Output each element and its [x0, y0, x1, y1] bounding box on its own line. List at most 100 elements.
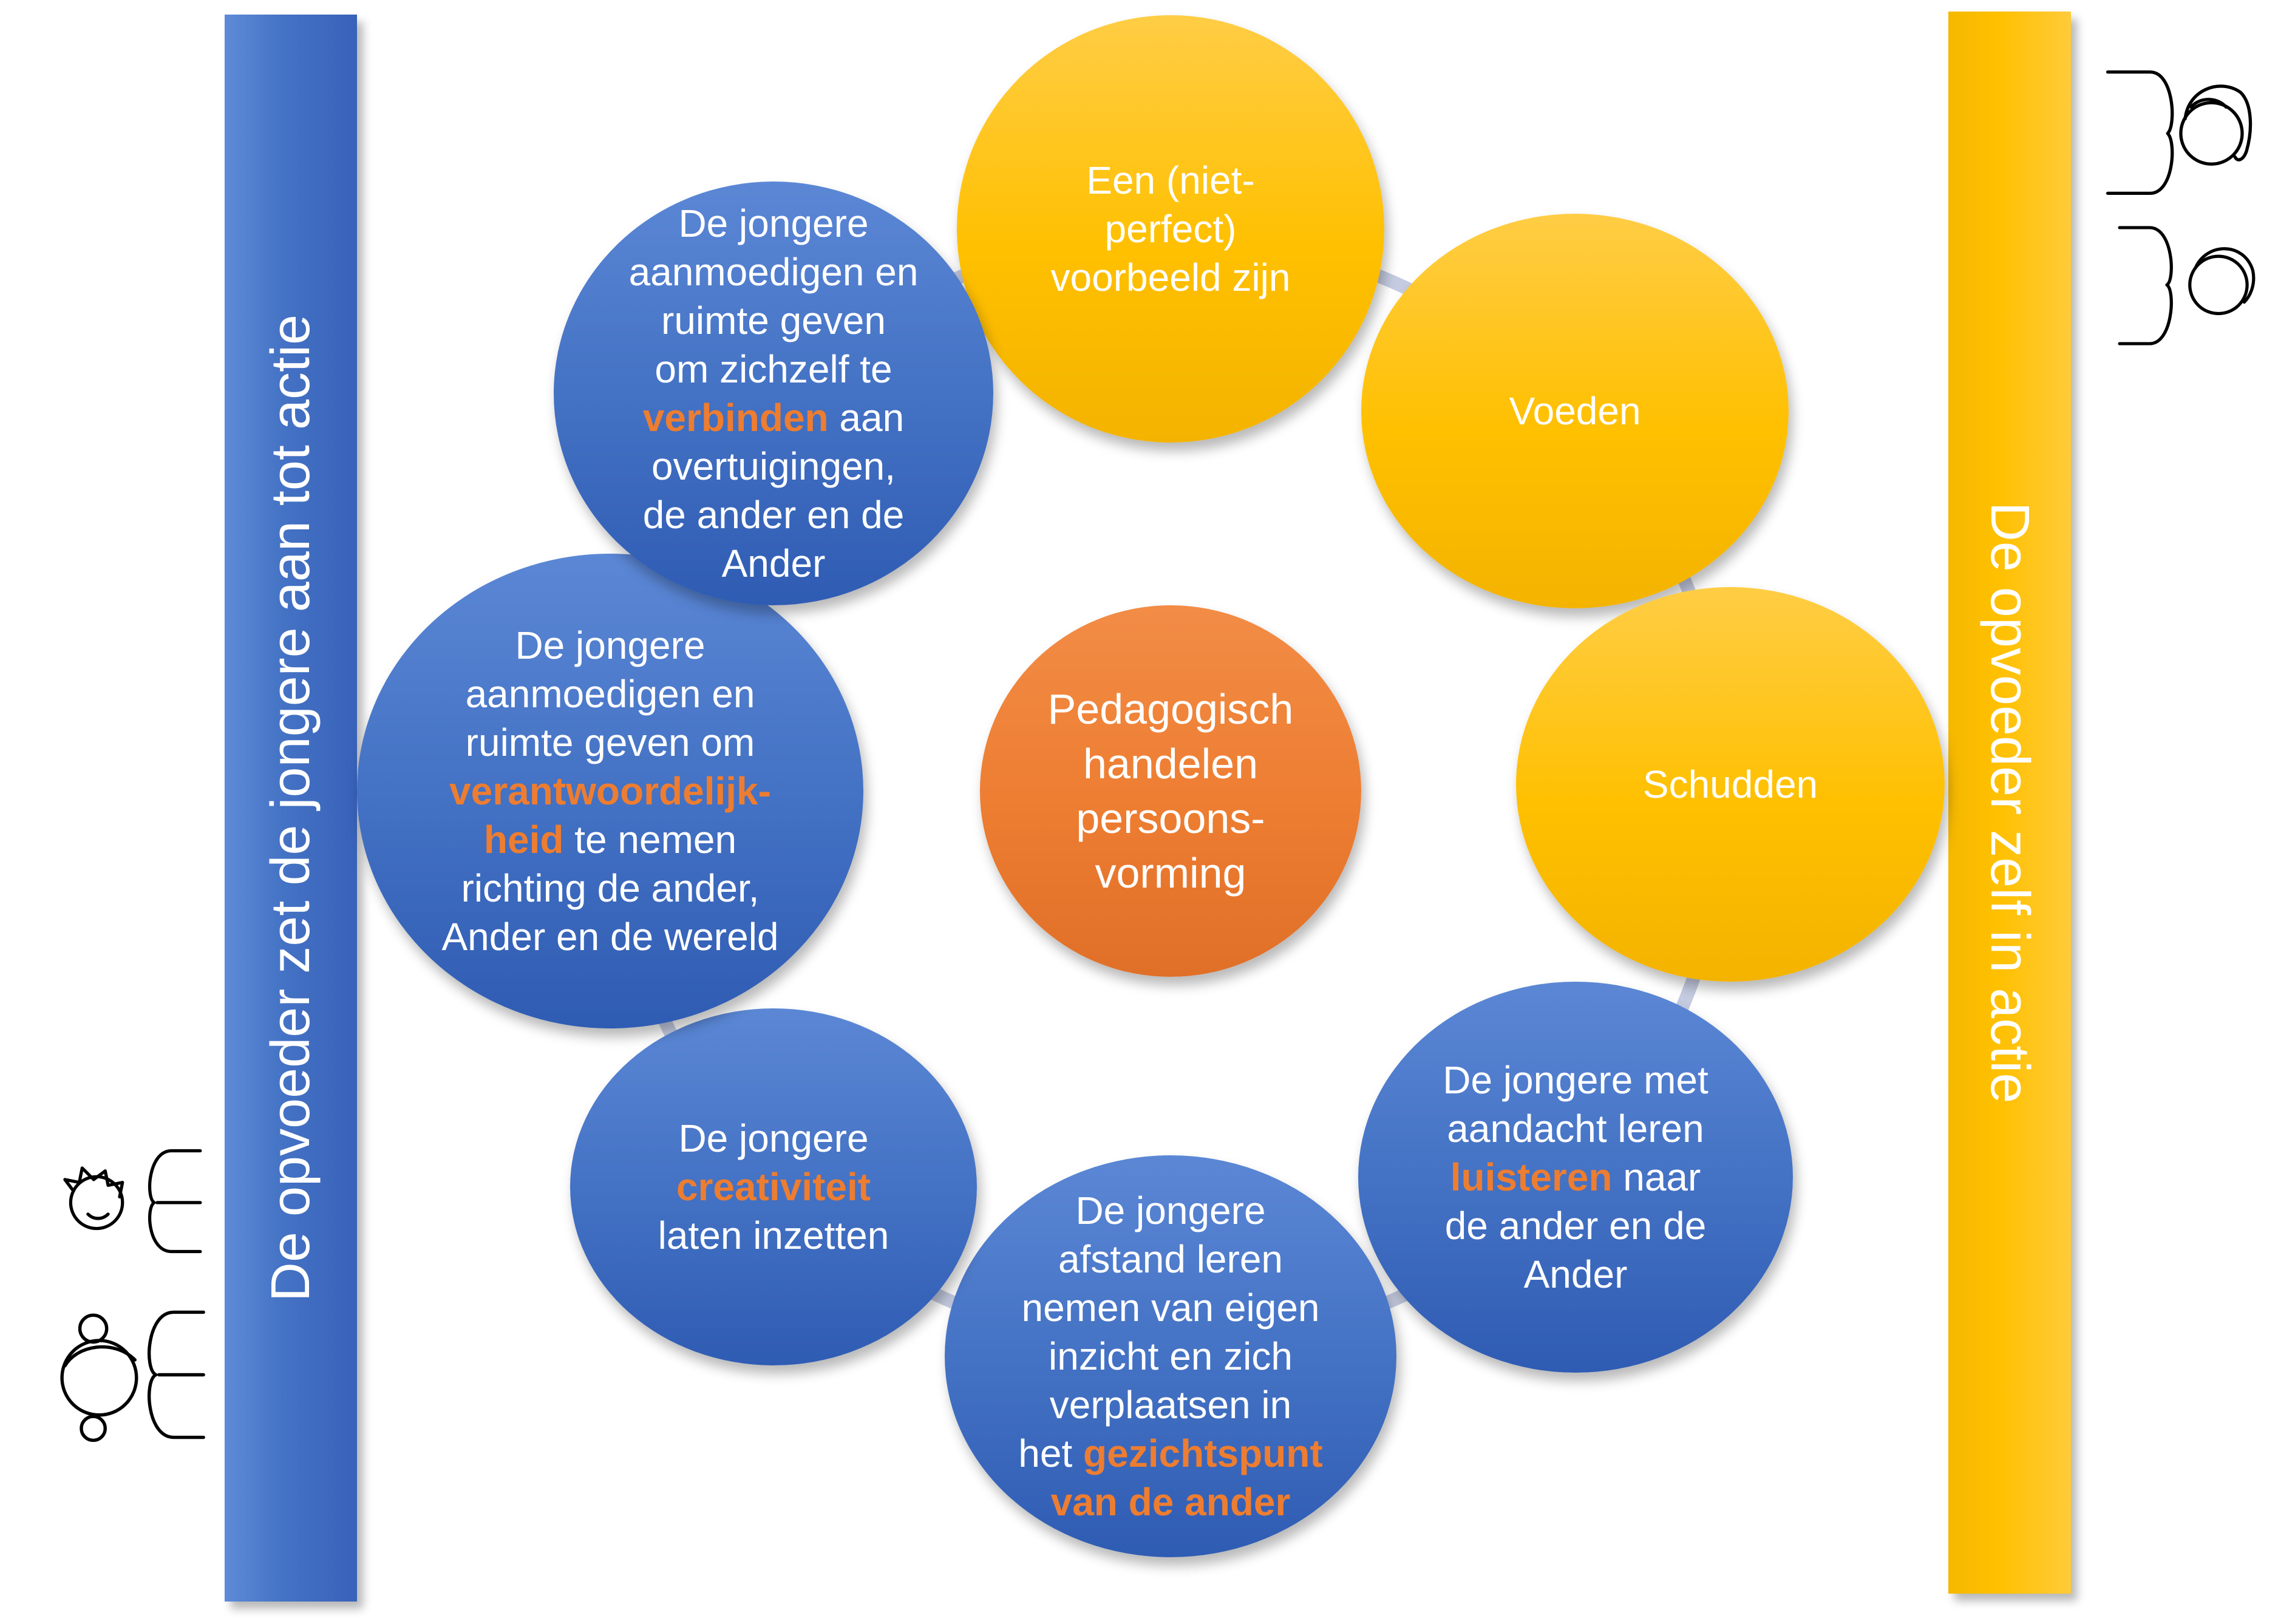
- node-text-segment: De jongere: [678, 202, 869, 245]
- node-text-segment: Ander en de wereld: [441, 915, 779, 959]
- node-text-line: om zichzelf te: [629, 345, 919, 393]
- node-text-line: overtuigingen,: [629, 442, 919, 491]
- center-node-pedagogisch-handelen: Pedagogisch handelen persoons- vorming: [980, 605, 1361, 977]
- node-text-segment: De jongere: [1075, 1189, 1266, 1232]
- node-label: De jongere creativiteit laten inzetten: [658, 1114, 889, 1260]
- node-text-line: perfect): [1051, 205, 1291, 253]
- center-text-line: handelen: [1083, 740, 1259, 787]
- node-text-segment: De jongere met: [1443, 1058, 1708, 1102]
- node-text-segment: nemen van eigen: [1021, 1286, 1320, 1330]
- node-text-segment: De jongere: [678, 1116, 869, 1160]
- node-text-line: De jongere: [441, 621, 778, 670]
- node-label: Voeden: [1509, 387, 1640, 435]
- center-text-line: persoons-: [1076, 795, 1265, 842]
- node-text-line: Schudden: [1643, 760, 1818, 809]
- node-text-line: De jongere: [629, 199, 919, 248]
- node-label: Een (niet- perfect) voorbeeld zijn: [1051, 156, 1291, 302]
- node-text-line: verbinden aan: [629, 393, 919, 442]
- node-verbinden: De jongere aanmoedigen en ruimte geven o…: [554, 182, 993, 605]
- node-text-segment: Voeden: [1509, 389, 1641, 433]
- adult-person-icon: [2115, 222, 2259, 350]
- girl-person-icon: [49, 1306, 209, 1444]
- center-text-line: Pedagogisch: [1047, 685, 1294, 733]
- node-text-line: de ander en de: [1443, 1201, 1708, 1250]
- node-text-segment: Een (niet-: [1086, 158, 1255, 202]
- node-text-segment: overtuigingen,: [651, 444, 896, 488]
- node-text-line: voorbeeld zijn: [1051, 253, 1291, 302]
- center-text-line: vorming: [1095, 849, 1246, 897]
- node-label: De jongere aanmoedigen en ruimte geven o…: [629, 199, 919, 588]
- node-text-segment: gezichtspunt: [1083, 1432, 1323, 1475]
- node-text-segment: verantwoordelijk-: [449, 769, 771, 813]
- node-text-segment: Ander: [721, 542, 826, 585]
- node-text-segment: van de ander: [1050, 1480, 1291, 1524]
- node-text-segment: richting de ander,: [461, 866, 760, 910]
- node-text-segment: te nemen: [563, 818, 737, 861]
- node-text-line: Een (niet-: [1051, 156, 1291, 205]
- node-text-segment: de ander en de: [642, 493, 905, 537]
- node-text-line: verantwoordelijk-: [441, 767, 778, 815]
- right-side-bar: De opvoeder zelf in actie: [1948, 12, 2071, 1594]
- center-label: Pedagogisch handelen persoons- vorming: [1048, 682, 1294, 900]
- node-text-line: nemen van eigen: [1018, 1283, 1322, 1332]
- node-text-line: inzicht en zich: [1018, 1332, 1322, 1381]
- node-text-segment: naar: [1612, 1155, 1701, 1199]
- node-luisteren: De jongere met aandacht leren luisteren …: [1358, 982, 1793, 1373]
- right-bar-label: De opvoeder zelf in actie: [1979, 501, 2040, 1104]
- node-label: Schudden: [1643, 760, 1818, 809]
- node-text-segment: ruimte geven om: [465, 721, 755, 764]
- node-text-line: De jongere met: [1443, 1056, 1708, 1104]
- node-text-segment: verplaatsen in: [1049, 1383, 1292, 1427]
- node-schudden: Schudden: [1516, 587, 1945, 982]
- node-text-line: Voeden: [1509, 387, 1640, 435]
- node-text-segment: het: [1018, 1432, 1084, 1475]
- node-label: De jongere aanmoedigen en ruimte geven o…: [441, 621, 778, 961]
- node-text-segment: Ander: [1523, 1252, 1628, 1296]
- node-text-segment: aanmoedigen en: [465, 672, 755, 716]
- node-text-line: creativiteit: [658, 1163, 889, 1211]
- node-text-line: ruimte geven om: [441, 718, 778, 767]
- node-text-line: Ander: [629, 539, 919, 588]
- node-text-line: Ander en de wereld: [441, 912, 778, 961]
- node-text-segment: perfect): [1104, 207, 1237, 251]
- node-text-line: laten inzetten: [658, 1211, 889, 1260]
- node-text-segment: laten inzetten: [658, 1214, 889, 1257]
- node-label: De jongere met aandacht leren luisteren …: [1443, 1056, 1708, 1299]
- node-text-line: afstand leren: [1018, 1235, 1322, 1283]
- node-text-segment: luisteren: [1450, 1155, 1613, 1199]
- node-text-segment: De jongere: [515, 623, 706, 667]
- left-side-bar: De opvoeder zet de jongere aan tot actie: [225, 15, 357, 1602]
- node-text-line: verplaatsen in: [1018, 1381, 1322, 1429]
- node-text-line: luisteren naar: [1443, 1153, 1708, 1201]
- node-text-line: van de ander: [1018, 1478, 1322, 1526]
- node-text-segment: Schudden: [1642, 763, 1818, 806]
- node-text-line: aanmoedigen en: [629, 248, 919, 296]
- node-text-line: aanmoedigen en: [441, 670, 778, 718]
- node-text-line: aandacht leren: [1443, 1104, 1708, 1153]
- node-text-segment: heid: [483, 818, 564, 861]
- node-text-line: ruimte geven: [629, 296, 919, 345]
- node-creativiteit: De jongere creativiteit laten inzetten: [570, 1008, 977, 1365]
- adult-person-icon: [2103, 66, 2256, 199]
- node-text-line: het gezichtspunt: [1018, 1429, 1322, 1478]
- node-label: De jongere afstand leren nemen van eigen…: [1018, 1186, 1322, 1526]
- boy-person-icon: [56, 1145, 206, 1257]
- node-text-line: De jongere: [658, 1114, 889, 1163]
- node-text-segment: de ander en de: [1444, 1204, 1707, 1248]
- left-bar-label: De opvoeder zet de jongere aan tot actie: [260, 314, 321, 1302]
- node-text-segment: ruimte geven: [661, 299, 886, 342]
- node-text-segment: afstand leren: [1058, 1237, 1284, 1281]
- node-text-line: de ander en de: [629, 491, 919, 539]
- node-text-segment: inzicht en zich: [1049, 1334, 1293, 1378]
- node-text-segment: aan: [828, 396, 905, 440]
- node-text-segment: verbinden: [642, 396, 829, 440]
- node-afstand: De jongere afstand leren nemen van eigen…: [945, 1155, 1396, 1557]
- node-text-segment: om zichzelf te: [654, 347, 892, 391]
- node-text-segment: aandacht leren: [1447, 1107, 1704, 1150]
- node-text-line: De jongere: [1018, 1186, 1322, 1235]
- node-text-segment: creativiteit: [676, 1165, 871, 1209]
- node-text-line: richting de ander,: [441, 864, 778, 912]
- node-verantwoordelijkheid: De jongere aanmoedigen en ruimte geven o…: [357, 554, 863, 1028]
- node-voorbeeld-zijn: Een (niet- perfect) voorbeeld zijn: [957, 15, 1384, 443]
- node-text-segment: aanmoedigen en: [628, 250, 919, 294]
